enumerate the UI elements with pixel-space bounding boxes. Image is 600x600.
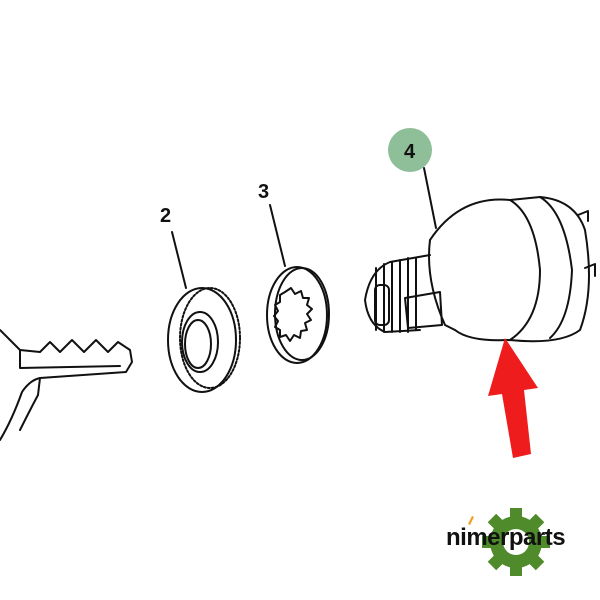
callout-2: 2 bbox=[160, 205, 171, 227]
red-arrow-indicator bbox=[488, 338, 538, 458]
part-4-ignition-switch bbox=[364, 167, 596, 343]
callout-4: 4 bbox=[404, 141, 416, 163]
logo-text: nimerparts bbox=[446, 524, 566, 551]
key bbox=[0, 329, 133, 441]
part-3-lock-washer bbox=[266, 204, 330, 364]
callout-4-highlight bbox=[388, 128, 432, 172]
nimerparts-gear-logo bbox=[468, 508, 550, 576]
part-2-knurled-nut bbox=[167, 231, 241, 393]
callout-3: 3 bbox=[258, 181, 269, 203]
